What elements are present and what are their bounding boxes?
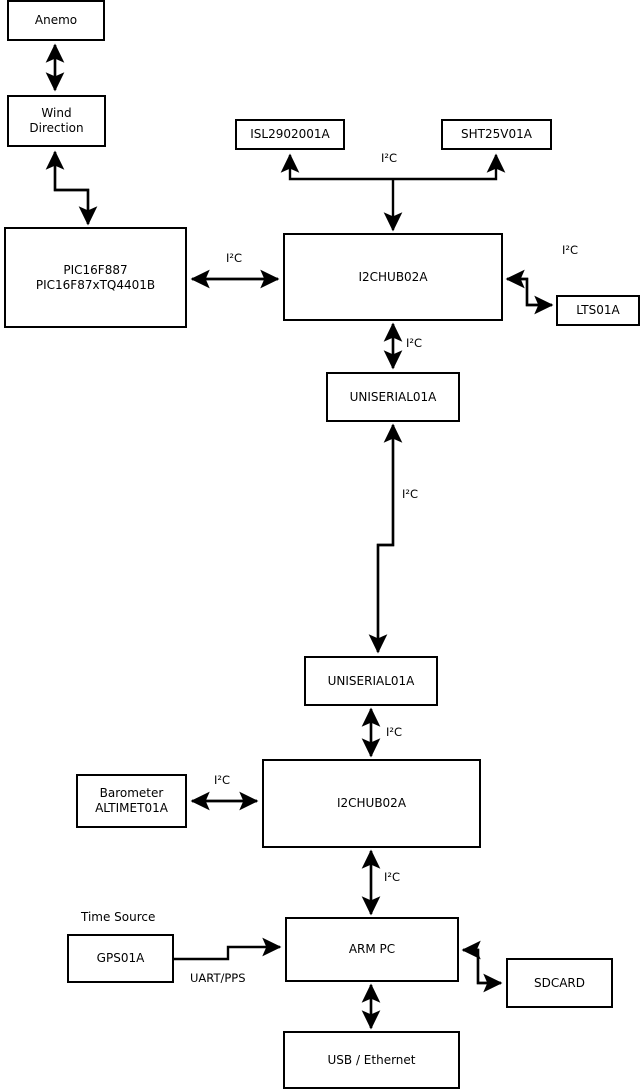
node-i2chub02a-top-label: I2CHUB02A [358,269,428,284]
node-anemo-label: Anemo [34,13,78,27]
wire-arm-to-sdcard [463,948,503,993]
node-uniserial01a-bottom[interactable]: UNISERIAL01A [304,656,438,706]
wire-label-gps-to-arm: UART/PPS [190,971,246,985]
wire-label-hub-to-uniserial-top: I²C [406,336,423,350]
wire-wind-to-pic [53,152,98,226]
node-sdcard[interactable]: SDCARD [506,958,613,1008]
wire-lts-to-hub [505,269,552,307]
node-isl2902001a-label: ISL2902001A [250,127,330,141]
node-i2chub02a-bottom[interactable]: I2CHUB02A [262,759,481,848]
wire-bus-to-isl [280,153,393,181]
wire-label-barometer-to-hub: I²C [214,773,231,787]
wire-gps-to-arm [173,937,282,961]
wire-hub-to-lts [507,277,554,315]
node-lts01a-label: LTS01A [576,303,620,317]
node-pic-mcu[interactable]: PIC16F887 PIC16F87xTQ4401B [4,227,187,328]
node-i2chub02a-top[interactable]: I2CHUB02A [283,233,503,321]
wire-label-hub-to-arm: I²C [384,870,401,884]
node-sdcard-label: SDCARD [533,975,586,990]
node-gps01a[interactable]: GPS01A [67,934,174,983]
node-isl2902001a[interactable]: ISL2902001A [235,119,345,150]
node-arm-pc-label: ARM PC [348,942,396,956]
node-wind-direction[interactable]: Wind Direction [7,95,106,147]
node-barometer-altimet01a-label: Barometer ALTIMET01A [95,786,168,815]
node-uniserial01a-top[interactable]: UNISERIAL01A [326,372,460,422]
wire-uniserial-up [376,423,403,652]
node-uniserial01a-bottom-label: UNISERIAL01A [327,673,415,688]
node-sht25v01a-label: SHT25V01A [461,127,532,141]
node-arm-pc[interactable]: ARM PC [285,917,459,982]
label-time-source: Time Source [81,910,156,924]
wire-label-uniserial-bottom-to-hub: I²C [386,725,403,739]
node-anemo[interactable]: Anemo [7,0,105,41]
node-i2chub02a-bottom-label: I2CHUB02A [336,796,407,810]
node-gps01a-label: GPS01A [96,951,145,965]
node-pic-mcu-label: PIC16F887 PIC16F87xTQ4401B [35,262,156,292]
node-usb-ethernet[interactable]: USB / Ethernet [283,1031,460,1089]
node-wind-direction-label: Wind Direction [29,106,84,135]
wire-bus-to-sht [393,153,506,181]
wire-label-hub-to-lts: I²C [562,243,579,257]
node-uniserial01a-top-label: UNISERIAL01A [349,389,437,404]
wire-uniserial-down [368,425,395,654]
node-barometer-altimet01a[interactable]: Barometer ALTIMET01A [76,774,187,828]
node-sht25v01a[interactable]: SHT25V01A [441,119,552,150]
wire-sdcard-to-arm [461,940,501,985]
wire-label-pic-to-hub: I²C [226,251,243,265]
wire-label-sensors-to-hub: I²C [381,151,398,165]
wire-pic-to-wind [45,150,90,224]
node-lts01a[interactable]: LTS01A [556,295,640,326]
wire-label-uniserial-link: I²C [402,487,419,501]
node-usb-ethernet-label: USB / Ethernet [327,1052,416,1067]
